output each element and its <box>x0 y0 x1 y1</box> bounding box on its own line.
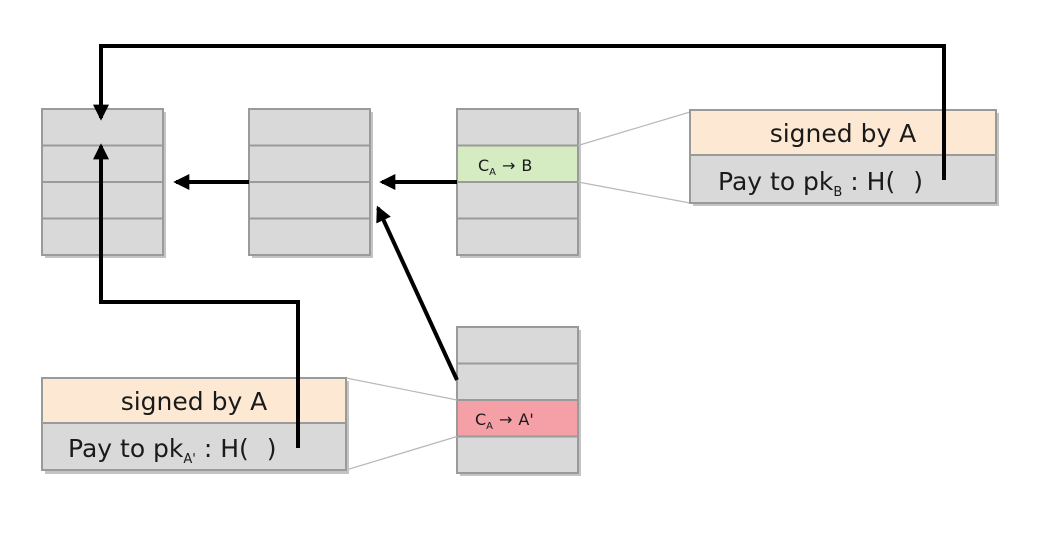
arrow-bottom-hash-to-block1 <box>93 143 300 448</box>
block-2-row-1 <box>248 108 371 147</box>
arrow-top-hash-to-block1 <box>93 44 946 180</box>
top-record-body-text: Pay to pkB : H() <box>718 167 923 200</box>
block-4-row-4 <box>456 435 579 474</box>
bottom-left-record: signed by A Pay to pkA' : H() <box>41 377 349 474</box>
top-right-record: signed by A Pay to pkB : H() <box>689 109 999 206</box>
top-record-header-text: signed by A <box>770 119 917 148</box>
block-2-row-4 <box>248 217 371 256</box>
bottom-record-body <box>41 422 347 471</box>
block-1 <box>41 108 166 258</box>
block-4-row-1 <box>456 326 579 365</box>
block-2-row-3 <box>248 181 371 220</box>
bottom-record-header <box>41 377 347 424</box>
pointer-arrows <box>93 44 946 448</box>
block-2 <box>248 108 373 258</box>
block-3-row-4 <box>456 217 579 256</box>
bottom-record-header-text: signed by A <box>121 387 268 416</box>
block-4-row-2 <box>456 362 579 401</box>
arrow-block4-to-block2 <box>376 205 459 381</box>
red-cell-label: CA→A' <box>475 410 534 432</box>
block-3-row-3 <box>456 181 579 220</box>
green-transaction-cell <box>456 144 579 183</box>
block-4: CA→A' <box>456 326 581 476</box>
callout-lines <box>345 111 691 471</box>
block-3: CA→B <box>456 108 581 258</box>
block-2-row-2 <box>248 144 371 183</box>
block-3-row-1 <box>456 108 579 147</box>
bottom-record-body-text: Pay to pkA' : H() <box>68 434 277 467</box>
green-cell-label: CA→B <box>478 156 532 178</box>
